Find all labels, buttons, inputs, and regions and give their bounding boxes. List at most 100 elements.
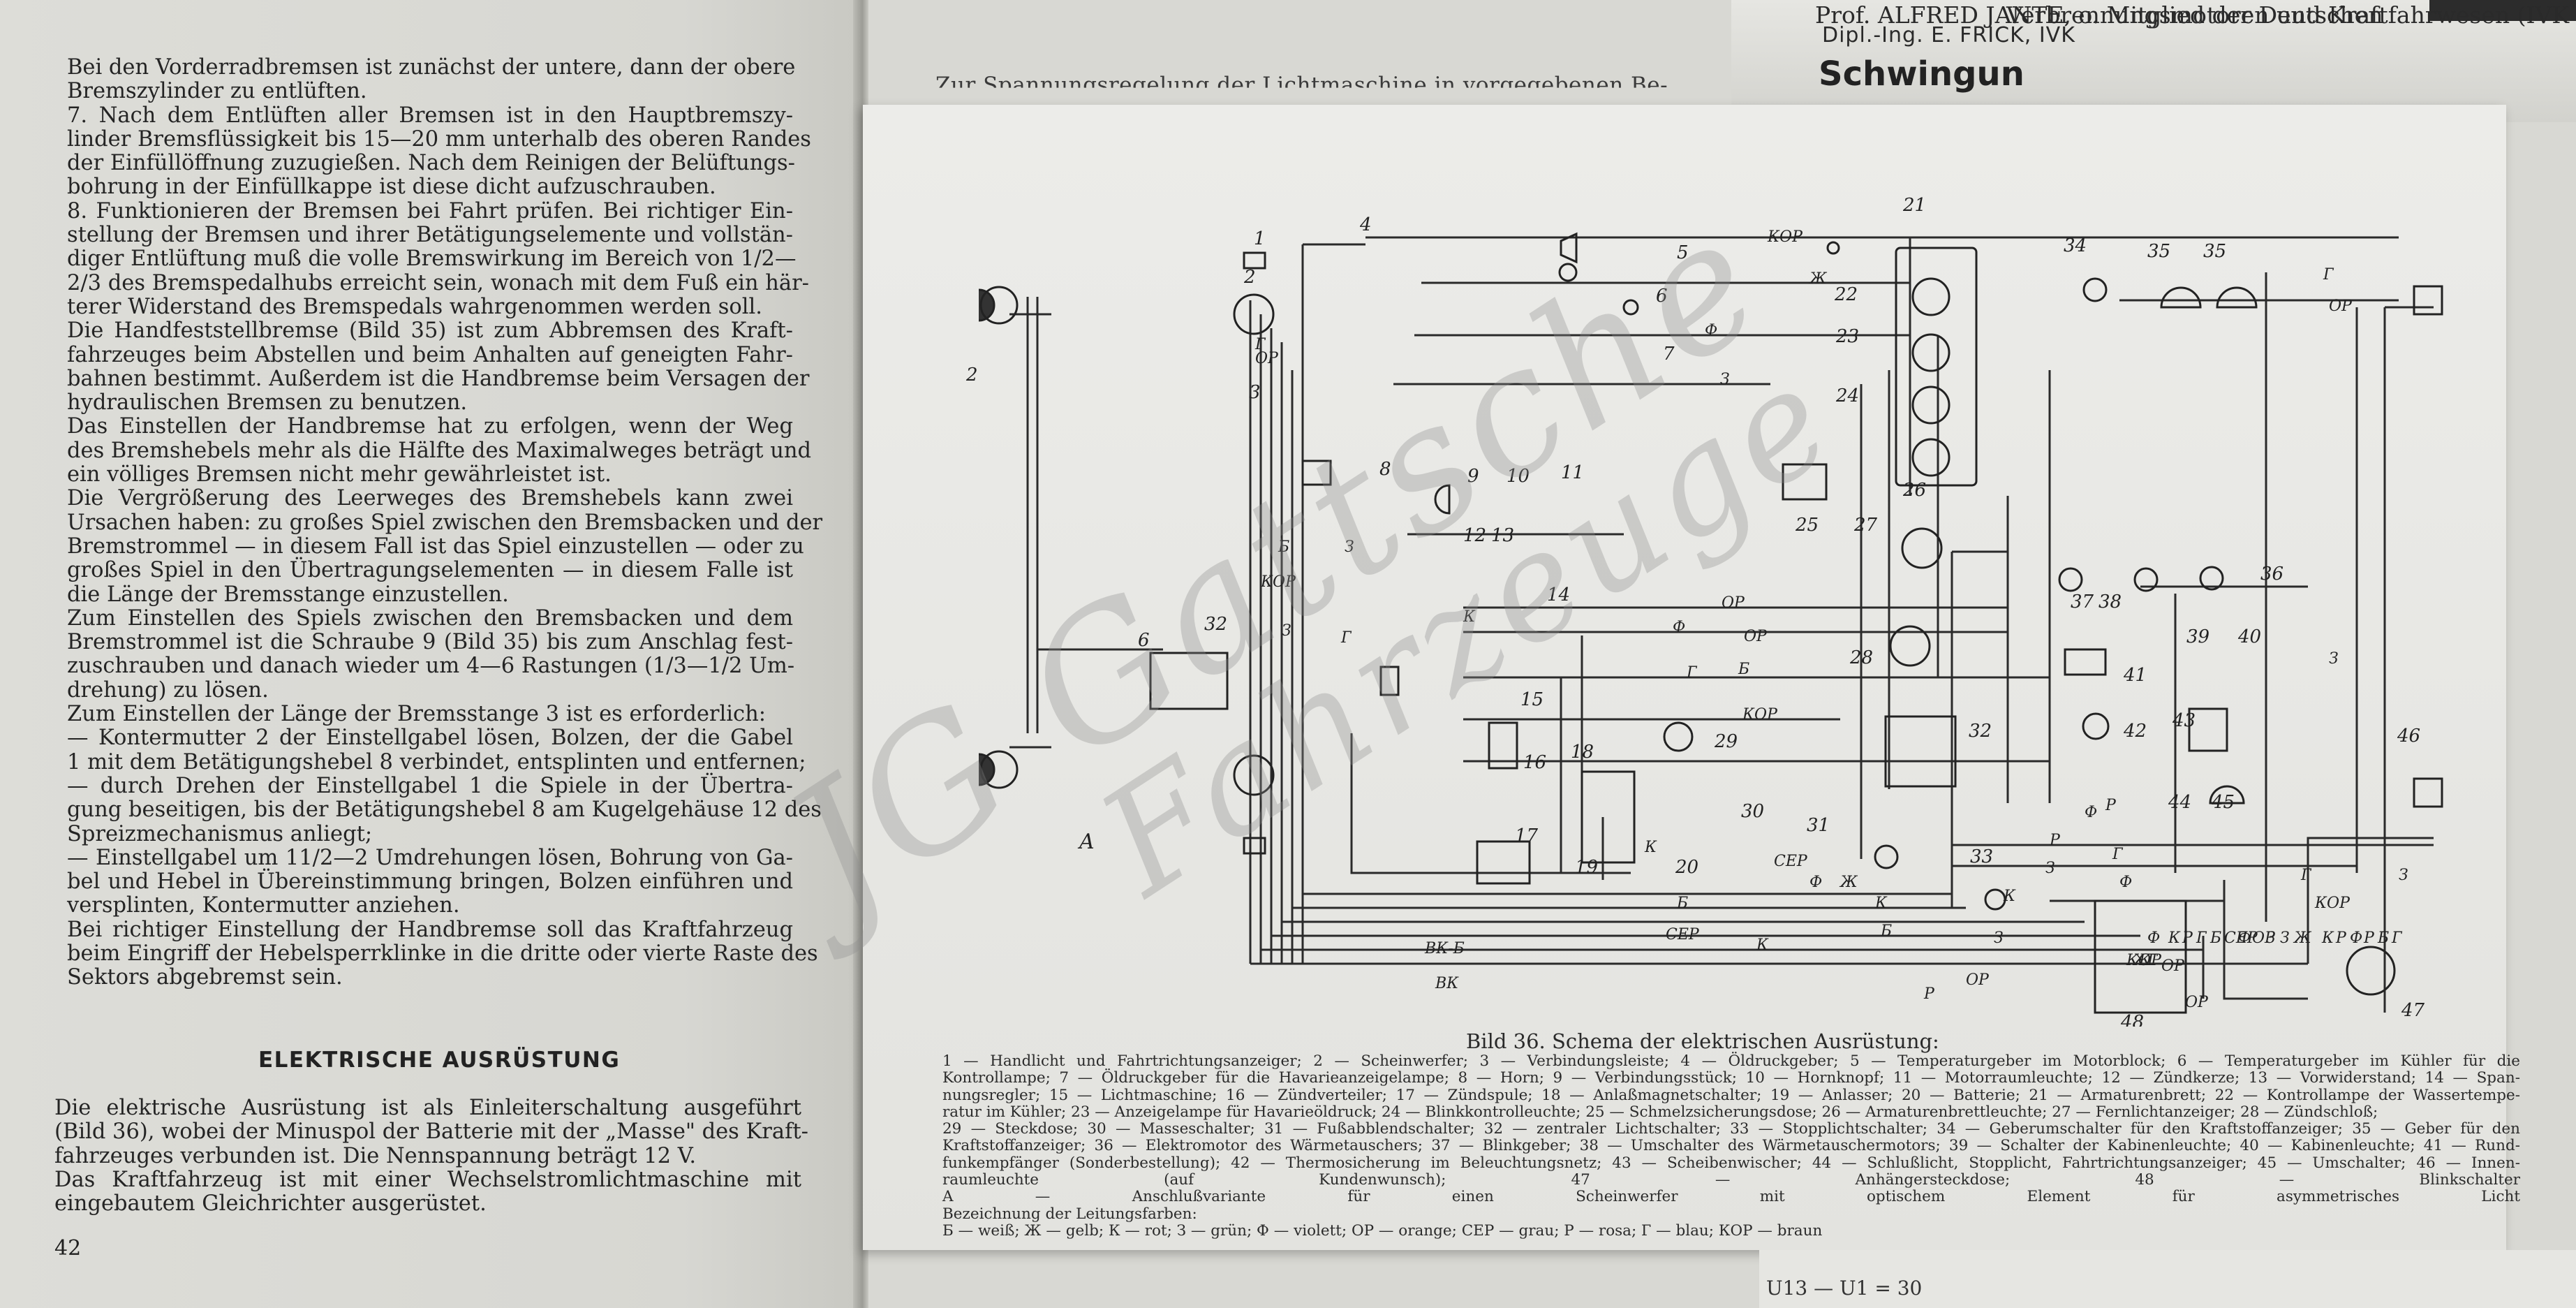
- component-number-label: 25: [1795, 515, 1819, 536]
- text-line: Das Kraftfahrzeug ist mit einer Wechsels…: [54, 1167, 801, 1192]
- component-number-label: 33: [1970, 846, 1993, 867]
- right-page-top-line: Zur Spannungsregelung der Lichtmaschine …: [935, 73, 1668, 98]
- left-page-body-electrical: Die elektrische Ausrüstung ist als Einle…: [54, 1096, 808, 1217]
- wire-color-label: К: [1463, 608, 1476, 626]
- legend-line: funkempfänger (Sonderbestellung); 42 — T…: [942, 1154, 2520, 1172]
- wire-color-label: Г: [2196, 929, 2207, 947]
- component-number-label: 20: [1675, 857, 1698, 878]
- component-number-label: 3: [1249, 382, 1261, 403]
- component-number-label: 1: [1254, 228, 1266, 249]
- component-number-label: 38: [2098, 591, 2122, 612]
- component-number-label: 27: [1853, 515, 1878, 536]
- component-number-label: 8: [1379, 459, 1391, 480]
- wire-color-label: Ж: [1839, 874, 1858, 891]
- text-line: Das Einstellen der Handbremse hat zu erf…: [67, 414, 793, 439]
- component-number-label: 41: [2123, 665, 2147, 686]
- wire-color-label: ОР: [2185, 994, 2209, 1011]
- component-number-label: 28: [1849, 647, 1873, 668]
- component-number-label: 29: [1714, 731, 1738, 752]
- text-line: terer Widerstand des Bremspedals wahrgen…: [67, 294, 763, 319]
- component-number-label: 22: [1834, 284, 1858, 305]
- component-number-label: 37: [2071, 591, 2094, 612]
- dark-corner: [2429, 0, 2576, 21]
- bottom-strip-text: U13 — U1 = 30: [1766, 1277, 1923, 1300]
- text-line: Bei richtiger Einstellung der Handbremse…: [67, 917, 793, 942]
- wire-color-label: Ф: [2085, 804, 2097, 821]
- wire-color-label: ВК-Б: [1424, 940, 1465, 957]
- component-number-label: 30: [1741, 801, 1764, 822]
- wire-color-label: ОР: [1255, 350, 1279, 367]
- legend-line: Bezeichnung der Leitungsfarben:: [942, 1205, 1197, 1223]
- wire-color-label: Г: [1686, 664, 1698, 682]
- wire-color-label: Р: [2105, 797, 2117, 814]
- text-line: eingebautem Gleichrichter ausgerüstet.: [54, 1191, 487, 1217]
- component-number-label: 12: [1463, 525, 1486, 546]
- wire-color-label: КОР: [2126, 952, 2162, 969]
- legend-line: Б — weiß; Ж — gelb; К — rot; З — grün; Ф…: [942, 1221, 1823, 1240]
- component-number-label: 24: [1835, 385, 1859, 406]
- wire-color-label: Г: [1340, 629, 1352, 647]
- component-number-label: 34: [2064, 235, 2087, 256]
- component-number-label: 17: [1515, 825, 1539, 846]
- wire-color-label: ВК: [1435, 975, 1459, 992]
- bottom-strip-sheet: [1759, 1250, 2576, 1308]
- wire-color-label: СЕР: [1666, 926, 1700, 943]
- wire-color-label: З: [2329, 650, 2339, 668]
- text-line: linder Bremsflüssigkeit bis 15—20 mm unt…: [67, 126, 811, 152]
- text-line: zuschrauben und danach wieder um 4—6 Ras…: [67, 654, 795, 679]
- text-line: fahrzeuges beim Abstellen und beim Anhal…: [67, 342, 793, 367]
- component-number-label: 2: [1243, 267, 1256, 288]
- back-sheet-title: Schwingun: [1819, 54, 2024, 94]
- wire-color-label: Ф: [1809, 874, 1822, 891]
- component-number-label: 45: [2211, 792, 2235, 813]
- wire-color-label: Ф: [2238, 929, 2251, 947]
- wire-color-label: Р: [1923, 985, 1935, 1003]
- wire-color-label: К: [2168, 929, 2181, 947]
- figure-legend: 1 — Handlicht und Fahrtrichtungsanzeiger…: [942, 1052, 2520, 1240]
- schematic-components: [978, 232, 2443, 1014]
- wire-color-label: З: [1345, 538, 1354, 556]
- text-line: 7. Nach dem Entlüften aller Bremsen ist …: [67, 103, 793, 128]
- component-number-label: 31: [1807, 815, 1830, 836]
- component-number-label: 16: [1523, 752, 1546, 773]
- text-line: Bremstrommel ist die Schraube 9 (Bild 35…: [67, 630, 793, 655]
- text-line: beim Eingriff der Hebelsperrklinke in di…: [67, 941, 818, 966]
- wire-color-label: Б: [2377, 929, 2389, 947]
- text-line: — durch Drehen der Einstellgabel 1 die S…: [67, 773, 793, 798]
- component-number-label: 18: [1571, 742, 1594, 763]
- component-number-label: 10: [1507, 466, 1530, 487]
- text-line: 2/3 des Bremspedalhubs erreicht sein, wo…: [67, 270, 809, 295]
- text-line: ein völliges Bremsen nicht mehr gewährle…: [67, 462, 612, 487]
- wire-color-label: Г: [2323, 266, 2334, 284]
- back-sheet-right-text: Verbrennungsmotoren und Kraftfahrwesen (…: [2006, 1, 2569, 29]
- wire-color-label: Б: [1676, 895, 1688, 912]
- legend-line: ratur im Kühler; 23 — Anzeigelampe für H…: [942, 1103, 2378, 1121]
- component-number-label: 9: [1467, 466, 1479, 487]
- wire-color-label: Б: [1738, 661, 1749, 678]
- wire-color-label: ОР: [1966, 971, 1990, 989]
- text-line: Spreizmechanismus anliegt;: [67, 821, 373, 846]
- text-line: Zum Einstellen des Spiels zwischen den B…: [67, 605, 793, 631]
- component-number-label: 35: [2147, 241, 2170, 262]
- wire-color-label: З: [1282, 622, 1291, 640]
- text-line: Ursachen haben: zu großes Spiel zwischen…: [67, 510, 823, 535]
- text-line: gung beseitigen, bis der Betätigungshebe…: [67, 798, 822, 823]
- component-number-label: 35: [2203, 241, 2226, 262]
- component-number-label: 39: [2186, 626, 2209, 647]
- wire-color-label: К: [2321, 929, 2334, 947]
- text-line: fahrzeuges verbunden ist. Die Nennspannu…: [54, 1143, 697, 1168]
- legend-line: Kontrollampe; 7 — Öldruckgeber für die H…: [942, 1069, 2520, 1087]
- text-line: Bremstrommel — in diesem Fall ist das Sp…: [67, 534, 804, 559]
- wire-color-label: К: [2003, 888, 2016, 905]
- wire-color-label: ОР: [2329, 297, 2353, 315]
- wire-color-label: К: [1874, 895, 1888, 912]
- wire-color-label: З: [1720, 371, 1730, 388]
- legend-line: 1 — Handlicht und Fahrtrichtungsanzeiger…: [942, 1052, 2520, 1070]
- text-line: Zum Einstellen der Länge der Bremsstange…: [67, 702, 767, 727]
- text-line: drehung) zu lösen.: [67, 677, 269, 703]
- component-number-label: 48: [2120, 1012, 2144, 1027]
- wire-color-label: СЕР: [2224, 929, 2258, 947]
- wire-color-label: Ф: [1705, 322, 1717, 339]
- wire-color-label: Ж: [2293, 929, 2312, 947]
